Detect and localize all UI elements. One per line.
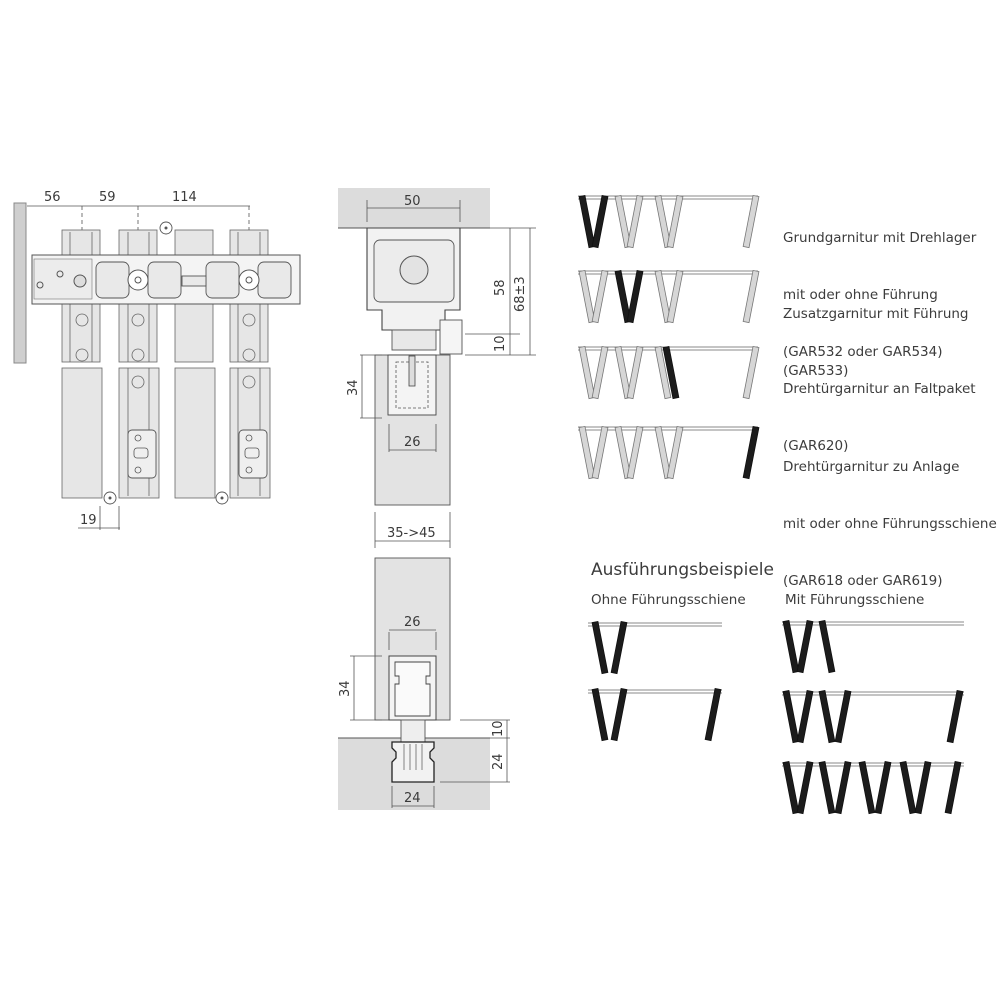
dim-24-height: 24 [491, 753, 506, 770]
dim-50: 50 [404, 194, 421, 209]
dim-10-top: 10 [493, 335, 508, 352]
legend-item-2: Zusatzgarnitur mit Führung (GAR533) [783, 306, 969, 379]
dim-34-top: 34 [346, 379, 361, 396]
legend-item-3: Drehtürgarnitur an Faltpaket (GAR620) [783, 381, 976, 454]
dim-56: 56 [44, 190, 61, 205]
plan-view: 56 59 114 [13, 190, 301, 530]
dim-door-thickness: 35->45 [387, 526, 436, 541]
legend-item-4: Drehtürgarnitur zu Anlage mit oder ohne … [783, 459, 997, 589]
examples-title: Ausführungsbeispiele [591, 560, 774, 580]
dim-58: 58 [493, 279, 508, 296]
legend-diagrams [578, 195, 760, 480]
without-rail-label: Ohne Führungsschiene [591, 592, 746, 608]
dim-19: 19 [80, 513, 97, 528]
dim-34-bottom: 34 [338, 680, 353, 697]
dim-26-top: 26 [404, 435, 421, 450]
examples-diagrams [588, 620, 964, 815]
dim-26-bottom: 26 [404, 615, 421, 630]
dim-24-width: 24 [404, 791, 421, 806]
dim-114: 114 [172, 190, 197, 205]
dim-10-bottom: 10 [491, 720, 506, 737]
wall [13, 202, 27, 364]
dim-68: 68±3 [513, 276, 528, 312]
dim-59: 59 [99, 190, 116, 205]
section-view: 50 58 68±3 10 34 26 35->45 [338, 188, 536, 810]
with-rail-label: Mit Führungsschiene [785, 592, 925, 608]
legend-item-1: Grundgarnitur mit Drehlager mit oder ohn… [783, 230, 977, 360]
